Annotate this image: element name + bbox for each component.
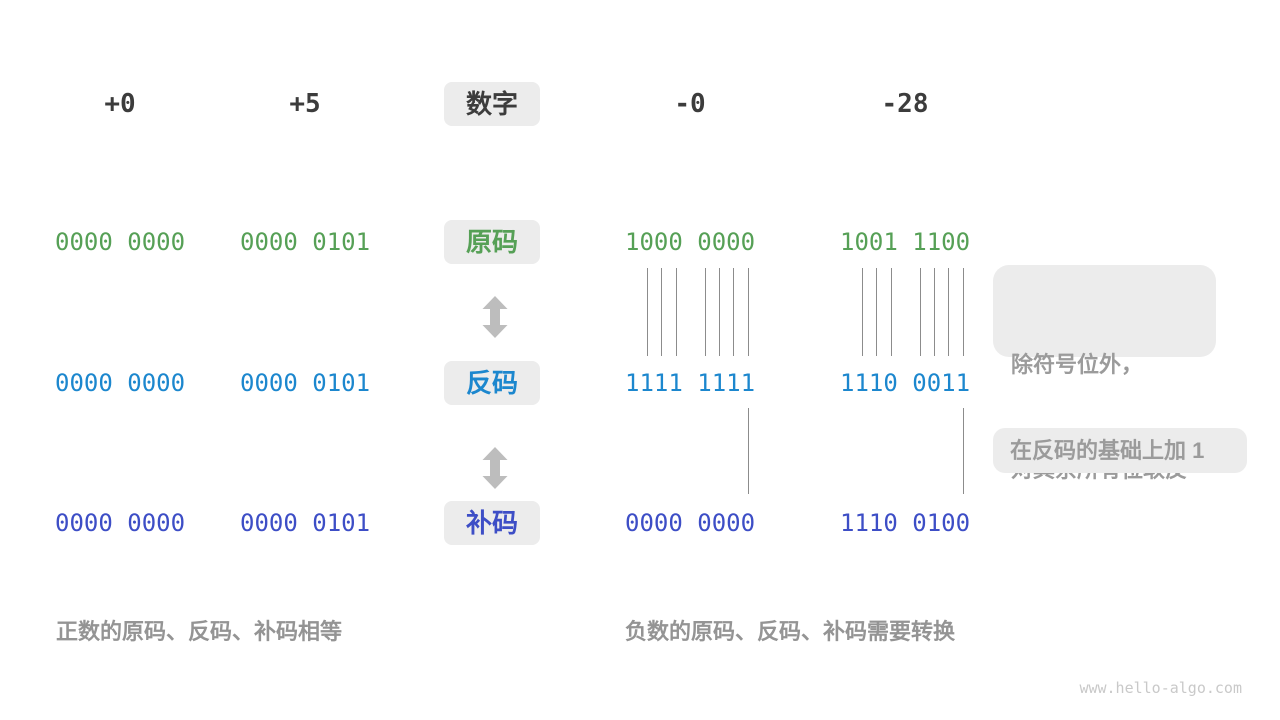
add-one-connector-neg-zero (625, 408, 757, 494)
bit-connector-line (876, 268, 878, 356)
invert-connector-group-neg-zero (625, 268, 757, 356)
add-one-connector-neg-28 (840, 408, 972, 494)
invert-connector-group-neg-28 (840, 268, 972, 356)
bit-connector-line (661, 268, 663, 356)
bit-connector-line (675, 268, 677, 356)
bit-connector-line (747, 268, 749, 356)
bit-connector-line (962, 268, 964, 356)
binary-sign-magnitude-neg-28: 1001 1100 (840, 228, 971, 256)
annotation-invert-bits: 除符号位外， 对其余所有位取反 (993, 265, 1216, 482)
row-label-ones-complement: 反码 (444, 361, 540, 405)
bit-connector-line (962, 408, 964, 494)
binary-sign-magnitude-neg-zero: 1000 0000 (625, 228, 756, 256)
column-header-pos-zero: +0 (104, 89, 136, 119)
binary-ones-complement-neg-28: 1110 0011 (840, 369, 971, 397)
annotation-add-one: 在反码的基础上加 1 (993, 428, 1247, 473)
binary-ones-complement-neg-zero: 1111 1111 (625, 369, 756, 397)
caption-positive-numbers: 正数的原码、反码、补码相等 (56, 619, 343, 644)
binary-twos-complement-neg-zero: 0000 0000 (625, 509, 756, 537)
watermark-url: www.hello-algo.com (1079, 679, 1242, 697)
bit-connector-line (704, 268, 706, 356)
bit-connector-line (733, 268, 735, 356)
annotation-invert-line1: 除符号位外， (1011, 352, 1144, 377)
updown-arrow-icon (482, 447, 508, 489)
bit-connector-line (919, 268, 921, 356)
binary-twos-complement-pos-five: 0000 0101 (240, 509, 371, 537)
bit-connector-line (933, 268, 935, 356)
binary-ones-complement-pos-five: 0000 0101 (240, 369, 371, 397)
binary-ones-complement-pos-zero: 0000 0000 (55, 369, 186, 397)
row-label-sign-magnitude: 原码 (444, 220, 540, 264)
bit-connector-line (718, 268, 720, 356)
caption-negative-numbers: 负数的原码、反码、补码需要转换 (625, 619, 956, 644)
binary-twos-complement-pos-zero: 0000 0000 (55, 509, 186, 537)
bit-connector-line (948, 268, 950, 356)
bit-connector-line (646, 268, 648, 356)
column-header-neg-zero: -0 (674, 89, 706, 119)
binary-twos-complement-neg-28: 1110 0100 (840, 509, 971, 537)
row-label-twos-complement: 补码 (444, 501, 540, 545)
updown-arrow-icon (482, 296, 508, 338)
bit-connector-line (861, 268, 863, 356)
bit-connector-line (890, 268, 892, 356)
bit-connector-line (747, 408, 749, 494)
binary-sign-magnitude-pos-zero: 0000 0000 (55, 228, 186, 256)
number-title-box: 数字 (444, 82, 540, 126)
binary-sign-magnitude-pos-five: 0000 0101 (240, 228, 371, 256)
column-header-pos-five: +5 (289, 89, 321, 119)
column-header-neg-28: -28 (881, 89, 929, 119)
